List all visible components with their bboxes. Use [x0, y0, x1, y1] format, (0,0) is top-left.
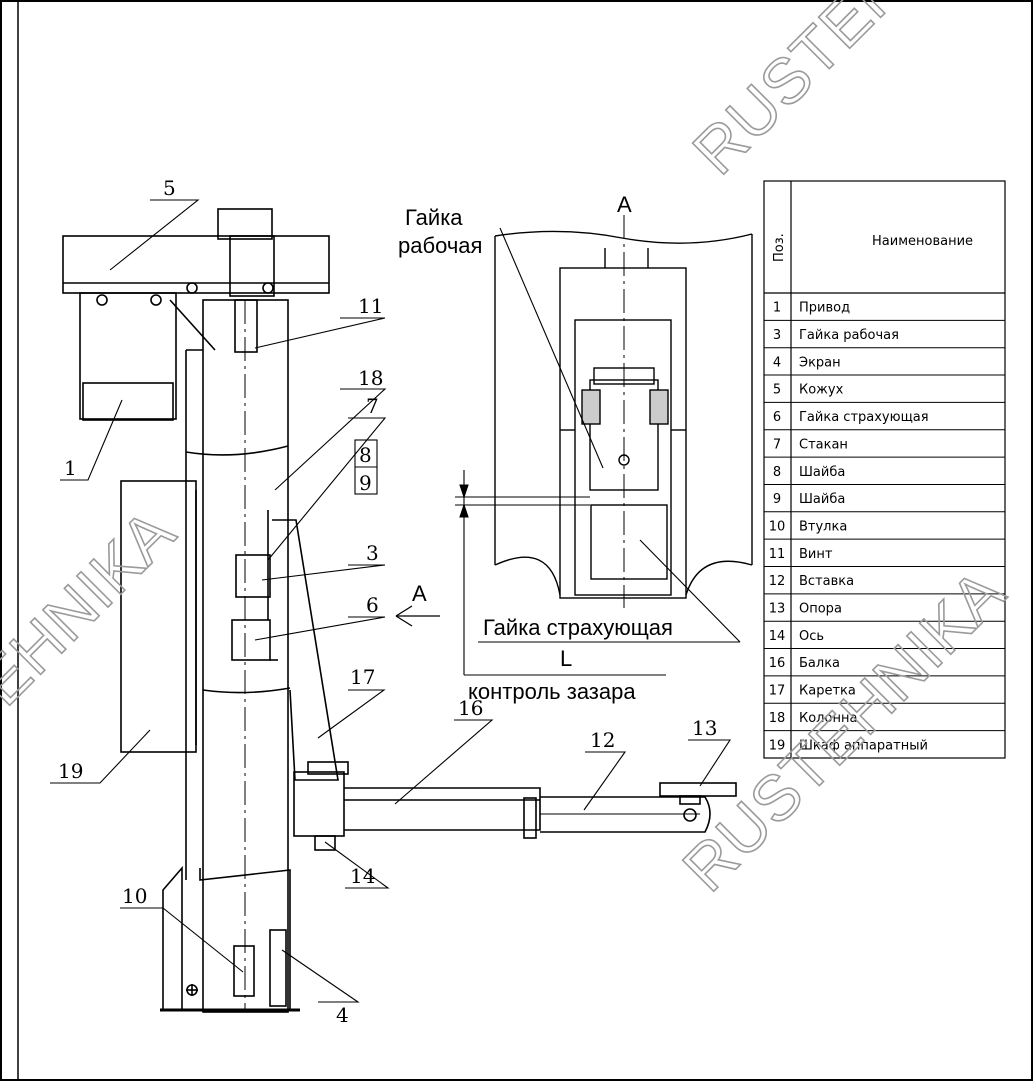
callout-numbers: 5 11 18 7 8 9 3 6 1 19 17 16 12 13 14 10…	[58, 176, 717, 1027]
callout-11: 11	[358, 294, 383, 318]
safety-nut	[231, 619, 271, 661]
carriage	[272, 519, 339, 781]
table-row-name: Экран	[799, 355, 841, 370]
arm-insert	[540, 796, 711, 833]
table-row-name: Каретка	[799, 684, 856, 699]
table-row-pos: 11	[769, 547, 786, 562]
table-row-pos: 12	[769, 574, 786, 589]
callout-19: 19	[58, 759, 83, 783]
callout-1: 1	[64, 456, 77, 480]
working-nut	[235, 554, 271, 598]
gap-control-label: контроль зазара	[468, 679, 636, 704]
detail-dimensions	[455, 227, 741, 676]
table-row-name: Балка	[799, 656, 840, 671]
safety-nut-label: Гайка страхующая	[483, 615, 673, 640]
motor-cover	[62, 235, 330, 294]
table-row-name: Шкаф аппаратный	[799, 738, 928, 753]
work-nut-label-2: рабочая	[398, 233, 482, 258]
table-header-name: Наименование	[872, 234, 973, 249]
table-row-pos: 14	[769, 629, 786, 644]
table-row-name: Гайка рабочая	[799, 328, 899, 343]
table-row-pos: 9	[773, 492, 781, 507]
table-row-pos: 13	[769, 602, 786, 617]
table-row-name: Кожух	[799, 383, 844, 398]
table-row-pos: 8	[773, 465, 781, 480]
table-row-name: Шайба	[799, 465, 845, 480]
callout-13: 13	[692, 716, 717, 740]
callout-12: 12	[590, 728, 615, 752]
table-row-name: Винт	[799, 547, 833, 562]
callout-10: 10	[122, 884, 147, 908]
table-row-pos: 7	[773, 437, 781, 452]
table-row-name: Ось	[799, 629, 824, 644]
view-arrow-letter: A	[412, 581, 427, 606]
view-arrow-a: A	[395, 581, 440, 627]
table-row-pos: 1	[773, 301, 781, 316]
table-row-pos: 4	[773, 355, 781, 370]
table-header-pos: Поз.	[772, 233, 787, 262]
detail-view-letter: A	[617, 192, 632, 217]
callout-4: 4	[336, 1003, 349, 1027]
table-row-pos: 16	[769, 656, 786, 671]
column-base	[162, 865, 183, 1010]
callout-9: 9	[359, 471, 372, 495]
table-row-pos: 19	[769, 738, 786, 753]
top-cap	[217, 208, 273, 240]
callout-7: 7	[366, 394, 379, 418]
table-row-name: Привод	[799, 301, 850, 316]
table-row-pos: 17	[769, 684, 786, 699]
callout-5: 5	[163, 176, 176, 200]
table-row-name: Стакан	[799, 437, 848, 452]
table-row-pos: 10	[769, 519, 786, 534]
callout-18: 18	[358, 366, 383, 390]
detail-view-a	[494, 230, 753, 599]
table-row-pos: 3	[773, 328, 781, 343]
drive-motor	[79, 292, 177, 420]
table-row-name: Опора	[799, 602, 842, 617]
table-row-pos: 5	[773, 383, 781, 398]
lift-column-assembly	[62, 208, 737, 1013]
work-nut-label-1: Гайка	[405, 205, 463, 230]
callout-14: 14	[350, 864, 375, 888]
table-row-name: Шайба	[799, 492, 845, 507]
callout-3: 3	[366, 541, 379, 565]
table-row-pos: 18	[769, 711, 786, 726]
callout-6: 6	[366, 593, 379, 617]
callout-17: 17	[350, 665, 375, 689]
table-row-pos: 6	[773, 410, 781, 425]
parts-table: Поз. Наименование 1 Привод 3 Гайка рабочая 4…	[763, 180, 1006, 759]
callout-leaders	[50, 199, 732, 1003]
table-row-name: Гайка страхующая	[799, 410, 929, 425]
table-row-name: Вставка	[799, 574, 854, 589]
callout-16: 16	[458, 696, 483, 720]
table-row-name: Колонна	[799, 711, 857, 726]
callout-8: 8	[359, 443, 372, 467]
gap-symbol: L	[560, 646, 572, 671]
table-row-name: Втулка	[799, 519, 847, 534]
